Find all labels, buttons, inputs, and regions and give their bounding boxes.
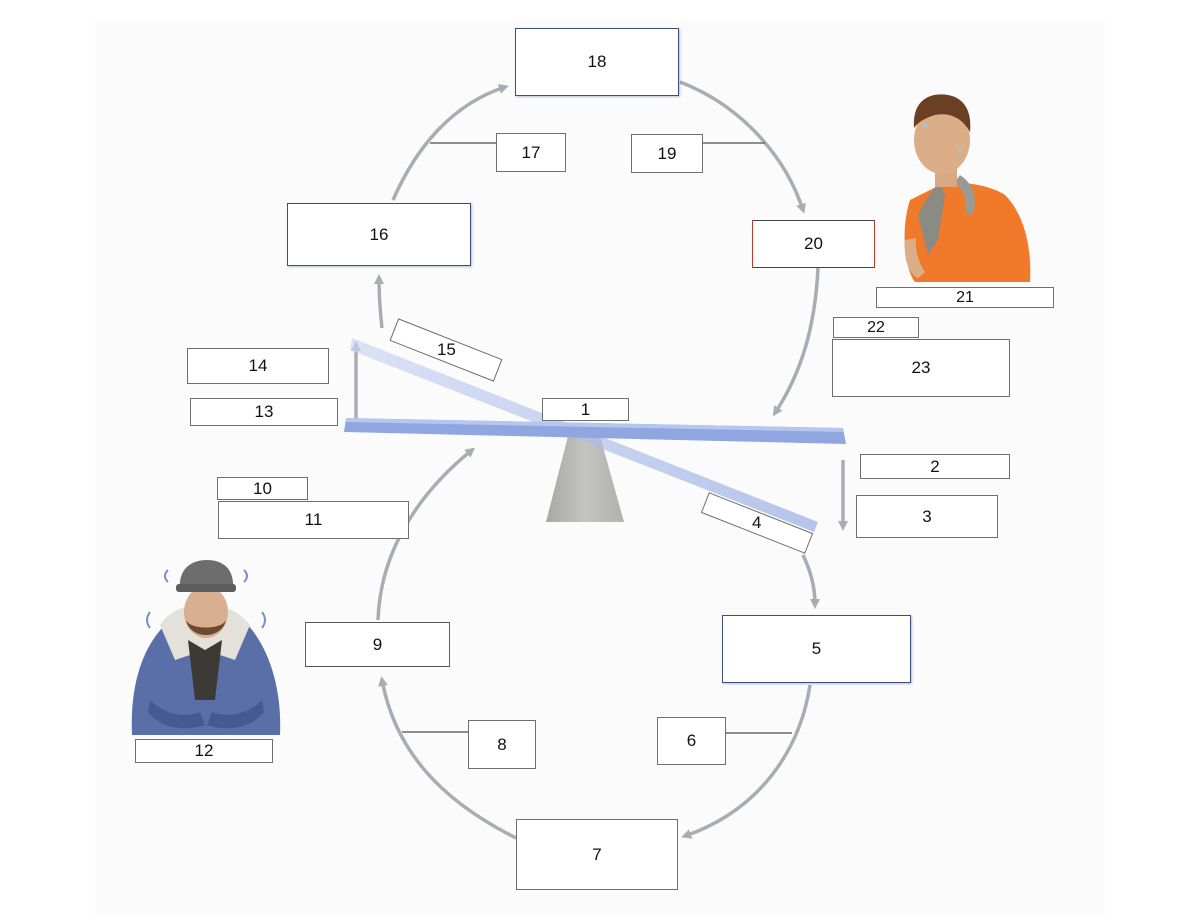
label-box-12[interactable]: 12 — [135, 739, 273, 763]
fulcrum — [546, 436, 624, 522]
label-16: 16 — [369, 224, 389, 244]
label-box-9[interactable]: 9 — [305, 622, 450, 667]
arrow-20-to-beam — [772, 267, 820, 417]
label-box-10[interactable]: 10 — [217, 477, 308, 500]
label-9: 9 — [372, 634, 383, 654]
label-box-23[interactable]: 23 — [832, 339, 1010, 397]
arrow-16-to-18 — [391, 84, 509, 201]
label-2: 2 — [930, 456, 940, 476]
person-sweating-orange-shirt-icon — [904, 94, 1031, 282]
label-box-22[interactable]: 22 — [833, 317, 919, 338]
label-box-20[interactable]: 20 — [752, 220, 875, 268]
label-box-6[interactable]: 6 — [657, 717, 726, 765]
label-5: 5 — [811, 639, 822, 658]
arrow-5-to-7 — [681, 684, 812, 839]
label-box-13[interactable]: 13 — [190, 398, 338, 426]
label-7: 7 — [592, 844, 602, 864]
label-box-14[interactable]: 14 — [187, 348, 329, 384]
label-box-11[interactable]: 11 — [218, 501, 409, 539]
arrow-15-to-16 — [374, 274, 385, 329]
label-box-2[interactable]: 2 — [860, 454, 1010, 479]
label-14: 14 — [248, 356, 268, 375]
level-beam-highlight — [346, 418, 844, 432]
connector-lines — [402, 142, 792, 734]
label-box-3[interactable]: 3 — [856, 495, 998, 538]
person-shivering-winter-coat-icon — [131, 560, 281, 735]
level-beam — [344, 418, 846, 444]
label-10: 10 — [253, 478, 272, 498]
label-box-17[interactable]: 17 — [496, 133, 566, 172]
label-3: 3 — [922, 506, 932, 526]
label-box-21[interactable]: 21 — [876, 287, 1054, 308]
label-12: 12 — [194, 741, 214, 760]
cycle-arrows — [351, 80, 848, 840]
label-6: 6 — [686, 731, 697, 750]
label-19: 19 — [657, 143, 677, 163]
label-18: 18 — [587, 52, 607, 71]
arrow-18-to-20 — [679, 80, 806, 214]
label-box-7[interactable]: 7 — [516, 819, 678, 890]
label-20: 20 — [804, 234, 823, 253]
label-box-5[interactable]: 5 — [722, 615, 911, 683]
label-15: 15 — [436, 339, 456, 359]
label-17: 17 — [521, 142, 541, 162]
label-box-19[interactable]: 19 — [631, 134, 703, 173]
label-23: 23 — [911, 358, 931, 377]
label-4: 4 — [752, 513, 762, 532]
label-1: 1 — [580, 399, 591, 419]
arrow-4-to-5 — [801, 554, 820, 609]
label-21: 21 — [956, 288, 974, 306]
label-box-8[interactable]: 8 — [468, 720, 536, 769]
label-22: 22 — [867, 318, 885, 336]
label-8: 8 — [497, 734, 507, 754]
arrow-7-to-9 — [378, 676, 517, 840]
label-box-1[interactable]: 1 — [542, 398, 629, 421]
label-13: 13 — [254, 402, 274, 421]
label-box-16[interactable]: 16 — [287, 203, 471, 266]
label-box-18[interactable]: 18 — [515, 28, 679, 96]
label-11: 11 — [304, 510, 323, 529]
